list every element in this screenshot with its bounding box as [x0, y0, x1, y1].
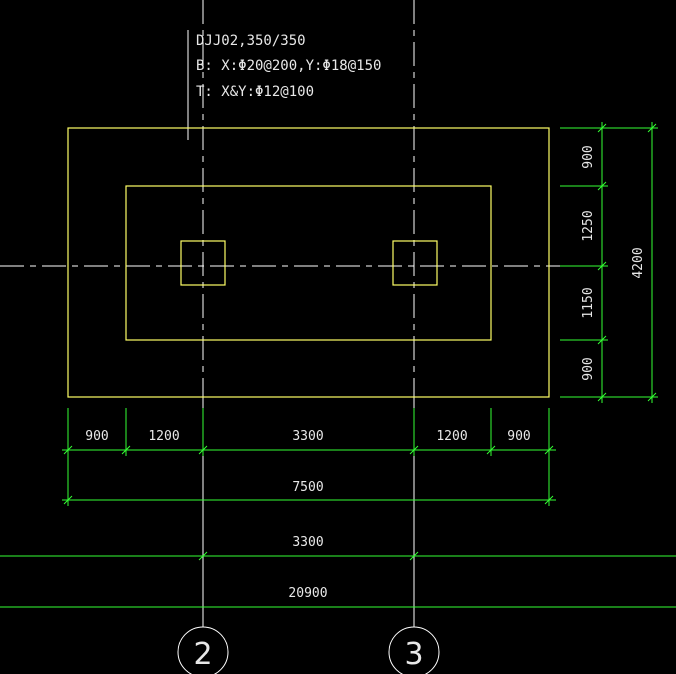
dim-label: 1200	[148, 429, 179, 444]
footing-inner-step	[125, 185, 492, 341]
dim-label-overall: 20900	[288, 586, 327, 601]
dimension-right: 900 1250 1150 900 4200	[560, 122, 658, 403]
dim-label: 900	[507, 429, 530, 444]
dim-label-grid: 3300	[292, 535, 323, 550]
dim-label-right-total: 4200	[631, 247, 646, 278]
annotation-footing-id: DJJ02,350/350	[196, 33, 306, 49]
footing-outer-outline	[67, 127, 550, 398]
axis-circle	[177, 626, 229, 674]
dim-label: 3300	[292, 429, 323, 444]
dimension-grid: 3300	[0, 535, 676, 561]
axis-label: 3	[404, 637, 423, 672]
annotation-bottom-rebar: B: X:Φ20@200,Y:Φ18@150	[196, 58, 381, 74]
dim-label-right: 1250	[581, 210, 596, 241]
axis-label: 2	[193, 637, 212, 672]
axis-circle	[388, 626, 440, 674]
dim-label-right: 900	[581, 357, 596, 380]
dim-label-total: 7500	[292, 480, 323, 495]
dimension-overall: 20900	[0, 586, 676, 608]
dim-label-right: 1150	[581, 287, 596, 318]
column-left	[180, 240, 226, 286]
dimension-total: 7500	[62, 456, 556, 506]
dim-label: 900	[85, 429, 108, 444]
dim-ticks	[63, 445, 554, 455]
dimension-row-segments: 900 1200 3300 1200 900	[62, 408, 556, 456]
annotation-top-rebar: T: X&Y:Φ12@100	[196, 84, 314, 100]
dim-label-right: 900	[581, 145, 596, 168]
dim-label: 1200	[436, 429, 467, 444]
column-right	[392, 240, 438, 286]
axis-bubble-2: 2	[177, 626, 229, 674]
axis-bubble-3: 3	[388, 626, 440, 674]
